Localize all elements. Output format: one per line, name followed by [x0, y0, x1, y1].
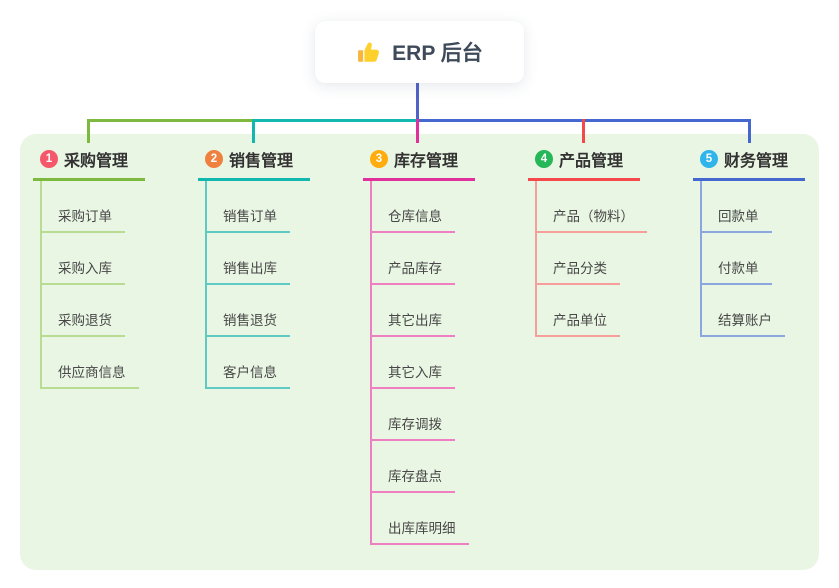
sub-item-label: 仓库信息: [388, 209, 442, 224]
sub-item-node[interactable]: 结算账户: [702, 285, 785, 337]
sub-item-label: 采购订单: [58, 209, 112, 224]
sub-item-label: 采购入库: [58, 261, 112, 276]
branch-number-badge: 4: [535, 150, 553, 168]
branch-title-label: 产品管理: [559, 153, 624, 170]
sub-item-label: 产品单位: [553, 313, 607, 328]
sub-item-label: 其它入库: [388, 365, 442, 380]
branch-stub-3: [416, 119, 419, 143]
branch-title-node[interactable]: 4 产品管理: [528, 147, 640, 181]
branch-title-label: 库存管理: [394, 153, 459, 170]
sub-item-node[interactable]: 仓库信息: [372, 181, 455, 233]
sub-item-label: 产品库存: [388, 261, 442, 276]
thumbs-up-icon: [356, 39, 382, 65]
branch-title-node[interactable]: 1 采购管理: [33, 147, 145, 181]
root-node-erp[interactable]: ERP 后台: [315, 21, 524, 83]
branch-title-node[interactable]: 2 销售管理: [198, 147, 310, 181]
sub-item-label: 销售退货: [223, 313, 277, 328]
sub-item-node[interactable]: 产品库存: [372, 233, 455, 285]
branch-items: 采购订单采购入库采购退货供应商信息: [40, 181, 139, 389]
branch-title-node[interactable]: 3 库存管理: [363, 147, 475, 181]
branch-title-label: 采购管理: [64, 153, 129, 170]
branch-column-3: 3 库存管理 仓库信息产品库存其它出库其它入库库存调拨库存盘点出库库明细: [363, 147, 475, 545]
sub-item-node[interactable]: 产品分类: [537, 233, 620, 285]
sub-item-node[interactable]: 库存调拨: [372, 389, 455, 441]
branch-title-label: 财务管理: [724, 153, 789, 170]
sub-item-node[interactable]: 供应商信息: [42, 337, 139, 389]
branch-title-label: 销售管理: [229, 153, 294, 170]
bus-segment-left: [87, 119, 255, 122]
sub-item-node[interactable]: 回款单: [702, 181, 772, 233]
sub-item-node[interactable]: 其它入库: [372, 337, 455, 389]
root-node-label: ERP 后台: [392, 42, 483, 65]
sub-item-label: 供应商信息: [58, 365, 126, 380]
sub-item-node[interactable]: 出库库明细: [372, 493, 469, 545]
branch-items: 仓库信息产品库存其它出库其它入库库存调拨库存盘点出库库明细: [370, 181, 469, 545]
sub-item-node[interactable]: 采购退货: [42, 285, 125, 337]
sub-item-node[interactable]: 付款单: [702, 233, 772, 285]
sub-item-node[interactable]: 产品（物料）: [537, 181, 647, 233]
branch-title-node[interactable]: 5 财务管理: [693, 147, 805, 181]
branch-items: 销售订单销售出库销售退货客户信息: [205, 181, 290, 389]
sub-item-node[interactable]: 客户信息: [207, 337, 290, 389]
branch-number-badge: 2: [205, 150, 223, 168]
sub-item-label: 销售订单: [223, 209, 277, 224]
sub-item-label: 结算账户: [718, 313, 772, 328]
branch-stub-1: [87, 119, 90, 143]
sub-item-node[interactable]: 销售出库: [207, 233, 290, 285]
sub-item-label: 其它出库: [388, 313, 442, 328]
sub-item-node[interactable]: 采购入库: [42, 233, 125, 285]
sub-item-node[interactable]: 采购订单: [42, 181, 125, 233]
mindmap-background-panel: [20, 134, 819, 570]
branch-number-badge: 5: [700, 150, 718, 168]
sub-item-label: 产品（物料）: [553, 209, 634, 224]
branch-number-badge: 1: [40, 150, 58, 168]
branch-stub-2: [252, 119, 255, 143]
branch-column-2: 2 销售管理 销售订单销售出库销售退货客户信息: [198, 147, 310, 389]
bus-segment-center: [252, 119, 419, 122]
sub-item-node[interactable]: 产品单位: [537, 285, 620, 337]
branch-number-badge: 3: [370, 150, 388, 168]
sub-item-label: 出库库明细: [388, 521, 456, 536]
sub-item-label: 产品分类: [553, 261, 607, 276]
sub-item-label: 回款单: [718, 209, 759, 224]
sub-item-label: 销售出库: [223, 261, 277, 276]
branch-items: 回款单付款单结算账户: [700, 181, 785, 337]
sub-item-node[interactable]: 库存盘点: [372, 441, 455, 493]
branch-column-4: 4 产品管理 产品（物料） 产品分类产品单位: [528, 147, 647, 337]
root-connector-line: [416, 83, 419, 122]
branch-items: 产品（物料） 产品分类产品单位: [535, 181, 647, 337]
branch-stub-4: [582, 119, 585, 143]
sub-item-label: 客户信息: [223, 365, 277, 380]
branch-column-5: 5 财务管理 回款单付款单结算账户: [693, 147, 805, 337]
sub-item-label: 采购退货: [58, 313, 112, 328]
sub-item-node[interactable]: 其它出库: [372, 285, 455, 337]
sub-item-label: 库存盘点: [388, 469, 442, 484]
sub-item-node[interactable]: 销售退货: [207, 285, 290, 337]
branch-column-1: 1 采购管理 采购订单采购入库采购退货供应商信息: [33, 147, 145, 389]
branch-stub-5: [748, 119, 751, 143]
sub-item-node[interactable]: 销售订单: [207, 181, 290, 233]
sub-item-label: 付款单: [718, 261, 759, 276]
sub-item-label: 库存调拨: [388, 417, 442, 432]
